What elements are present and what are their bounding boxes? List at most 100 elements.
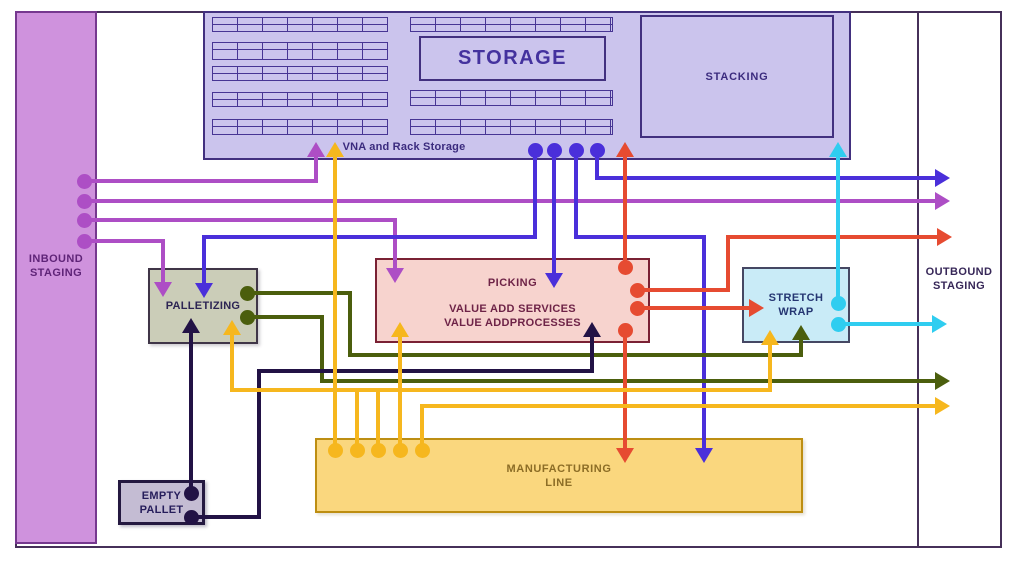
flow-segment <box>836 322 934 326</box>
arrowhead-up <box>307 142 325 157</box>
arrowhead-right <box>937 228 952 246</box>
arrowhead-up <box>792 325 810 340</box>
palletizing-label: PALLETIZING <box>165 300 241 312</box>
rack-strip <box>212 17 388 32</box>
flow-dot <box>76 193 92 209</box>
arrowhead-right <box>932 315 947 333</box>
rack-strip <box>212 92 388 107</box>
flow-segment <box>574 148 578 239</box>
value-add-services-label: VALUE ADD SERVICES <box>449 303 576 315</box>
rack-strip <box>212 42 388 60</box>
flow-dot <box>617 259 633 275</box>
arrowhead-right <box>935 169 950 187</box>
vna-rack-storage-area <box>203 11 851 160</box>
arrowhead-right <box>935 192 950 210</box>
flow-dot <box>629 282 645 298</box>
arrowhead-down <box>695 448 713 463</box>
flow-segment <box>161 239 165 284</box>
outbound-staging-label: OUTBOUND STAGING <box>925 266 993 292</box>
arrowhead-right <box>935 397 950 415</box>
rack-strip <box>212 66 388 81</box>
flow-dot <box>617 322 633 338</box>
stretch-wrap-label: STRETCH WRAP <box>768 292 824 318</box>
flow-segment <box>245 315 324 319</box>
flow-segment <box>552 148 556 275</box>
flow-segment <box>230 388 359 392</box>
flow-segment <box>245 291 352 295</box>
flow-segment <box>799 338 803 357</box>
flow-segment <box>202 235 206 285</box>
flow-segment <box>595 176 937 180</box>
arrowhead-down <box>195 283 213 298</box>
flow-dot <box>76 212 92 228</box>
inbound-staging-label: INBOUND STAGING <box>28 253 84 279</box>
storage-label: STORAGE <box>457 47 568 69</box>
flow-segment <box>420 404 937 408</box>
flow-dot <box>76 173 92 189</box>
flow-dot <box>370 442 386 458</box>
flow-dot <box>239 309 255 325</box>
rack-strip <box>410 90 613 106</box>
rack-strip <box>410 119 613 135</box>
flow-dot <box>239 285 255 301</box>
arrowhead-right <box>935 372 950 390</box>
flow-segment <box>333 155 337 452</box>
picking-box: PICKING VALUE ADD SERVICES VALUE ADDPROC… <box>375 258 650 343</box>
flow-dot <box>183 485 199 501</box>
flow-segment <box>355 388 359 452</box>
flow-dot <box>527 142 543 158</box>
flow-segment <box>702 235 706 450</box>
arrowhead-up <box>829 142 847 157</box>
empty-pallet-label: EMPTY PALLET <box>139 489 184 516</box>
flow-segment <box>230 333 234 392</box>
flow-dot <box>830 295 846 311</box>
flow-segment <box>355 388 772 392</box>
flow-segment <box>836 155 840 305</box>
arrowhead-up <box>761 330 779 345</box>
arrowhead-up <box>583 322 601 337</box>
flow-dot <box>183 509 199 525</box>
storage-box: STORAGE <box>419 36 606 81</box>
flow-dot <box>830 316 846 332</box>
flow-dot <box>629 300 645 316</box>
manufacturing-line-label: MANUFACTURING LINE <box>506 462 612 489</box>
arrowhead-up <box>223 320 241 335</box>
flow-segment <box>635 288 730 292</box>
arrowhead-down <box>386 268 404 283</box>
flow-dot <box>589 142 605 158</box>
flow-segment <box>82 179 318 183</box>
flow-segment <box>189 331 193 495</box>
flow-segment <box>623 155 627 269</box>
flow-dot <box>349 442 365 458</box>
flow-segment <box>348 291 352 357</box>
flow-segment <box>314 155 318 183</box>
flow-segment <box>533 148 537 239</box>
picking-label: PICKING <box>487 277 538 289</box>
flow-segment <box>574 235 706 239</box>
flow-segment <box>726 235 730 292</box>
value-add-processes-label: VALUE ADDPROCESSES <box>444 317 581 329</box>
flow-segment <box>590 335 594 373</box>
flow-segment <box>82 239 165 243</box>
flow-dot <box>327 442 343 458</box>
flow-segment <box>376 388 380 452</box>
outbound-staging-divider <box>917 11 919 546</box>
inbound-staging-zone <box>15 11 97 544</box>
flow-segment <box>420 404 424 452</box>
stacking-label: STACKING <box>705 70 769 83</box>
stacking-box: STACKING <box>640 15 834 138</box>
flow-segment <box>257 369 594 373</box>
arrowhead-up <box>326 142 344 157</box>
flow-segment <box>726 235 939 239</box>
flow-segment <box>398 335 402 452</box>
flow-segment <box>189 515 261 519</box>
flow-dot <box>546 142 562 158</box>
flow-segment <box>257 369 261 519</box>
flow-dot <box>392 442 408 458</box>
arrowhead-up <box>391 322 409 337</box>
flow-segment <box>320 379 937 383</box>
arrowhead-up <box>616 142 634 157</box>
rack-strip <box>410 17 613 32</box>
flow-segment <box>595 148 599 180</box>
flow-segment <box>635 306 751 310</box>
